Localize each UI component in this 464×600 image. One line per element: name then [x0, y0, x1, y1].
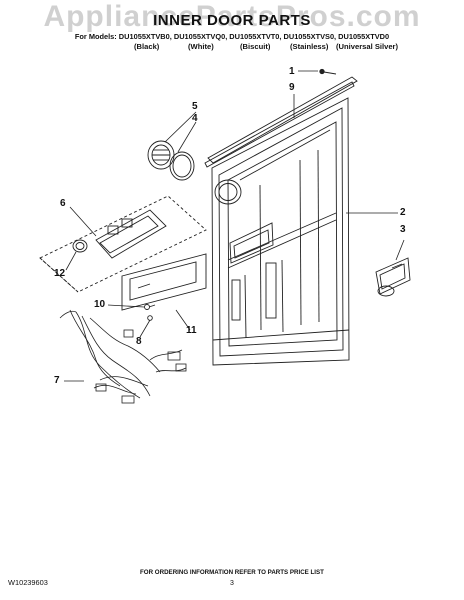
callout-3: 3	[400, 224, 406, 235]
callout-11: 11	[186, 325, 197, 336]
part-door-latch	[375, 257, 411, 297]
part-inner-door-panel	[211, 97, 350, 366]
page-title: INNER DOOR PARTS	[153, 12, 311, 29]
leader-lines	[64, 70, 405, 382]
part-gasket-ring	[169, 151, 195, 181]
part-knob	[72, 239, 88, 253]
ordering-info: FOR ORDERING INFORMATION REFER TO PARTS …	[140, 569, 324, 576]
color-universal-silver: (Universal Silver)	[336, 42, 399, 51]
callout-6: 6	[60, 198, 66, 209]
color-black: (Black)	[134, 42, 160, 51]
callout-7: 7	[54, 375, 60, 386]
part-board-screws	[144, 304, 156, 321]
part-wire-harness	[59, 309, 187, 404]
page-number: 3	[230, 580, 234, 587]
callout-4: 4	[192, 113, 198, 124]
callout-12: 12	[54, 268, 66, 279]
color-white: (White)	[188, 42, 214, 51]
document-id: W10239603	[8, 578, 48, 587]
callout-8: 8	[136, 336, 142, 347]
callout-10: 10	[94, 299, 106, 310]
part-control-housing	[95, 209, 167, 259]
callout-1: 1	[289, 66, 295, 77]
callout-9: 9	[289, 82, 295, 93]
callout-5: 5	[192, 101, 198, 112]
watermark: AppliancePartsPros.com	[43, 0, 421, 33]
part-control-board	[121, 253, 207, 311]
part-top-trim	[204, 76, 358, 168]
control-assembly-group	[39, 195, 207, 293]
model-list: For Models: DU1055XTVB0, DU1055XTVQ0, DU…	[74, 32, 390, 41]
part-screw	[319, 68, 337, 75]
color-biscuit: (Biscuit)	[240, 42, 271, 51]
color-stainless: (Stainless)	[290, 42, 329, 51]
callout-2: 2	[400, 207, 406, 218]
